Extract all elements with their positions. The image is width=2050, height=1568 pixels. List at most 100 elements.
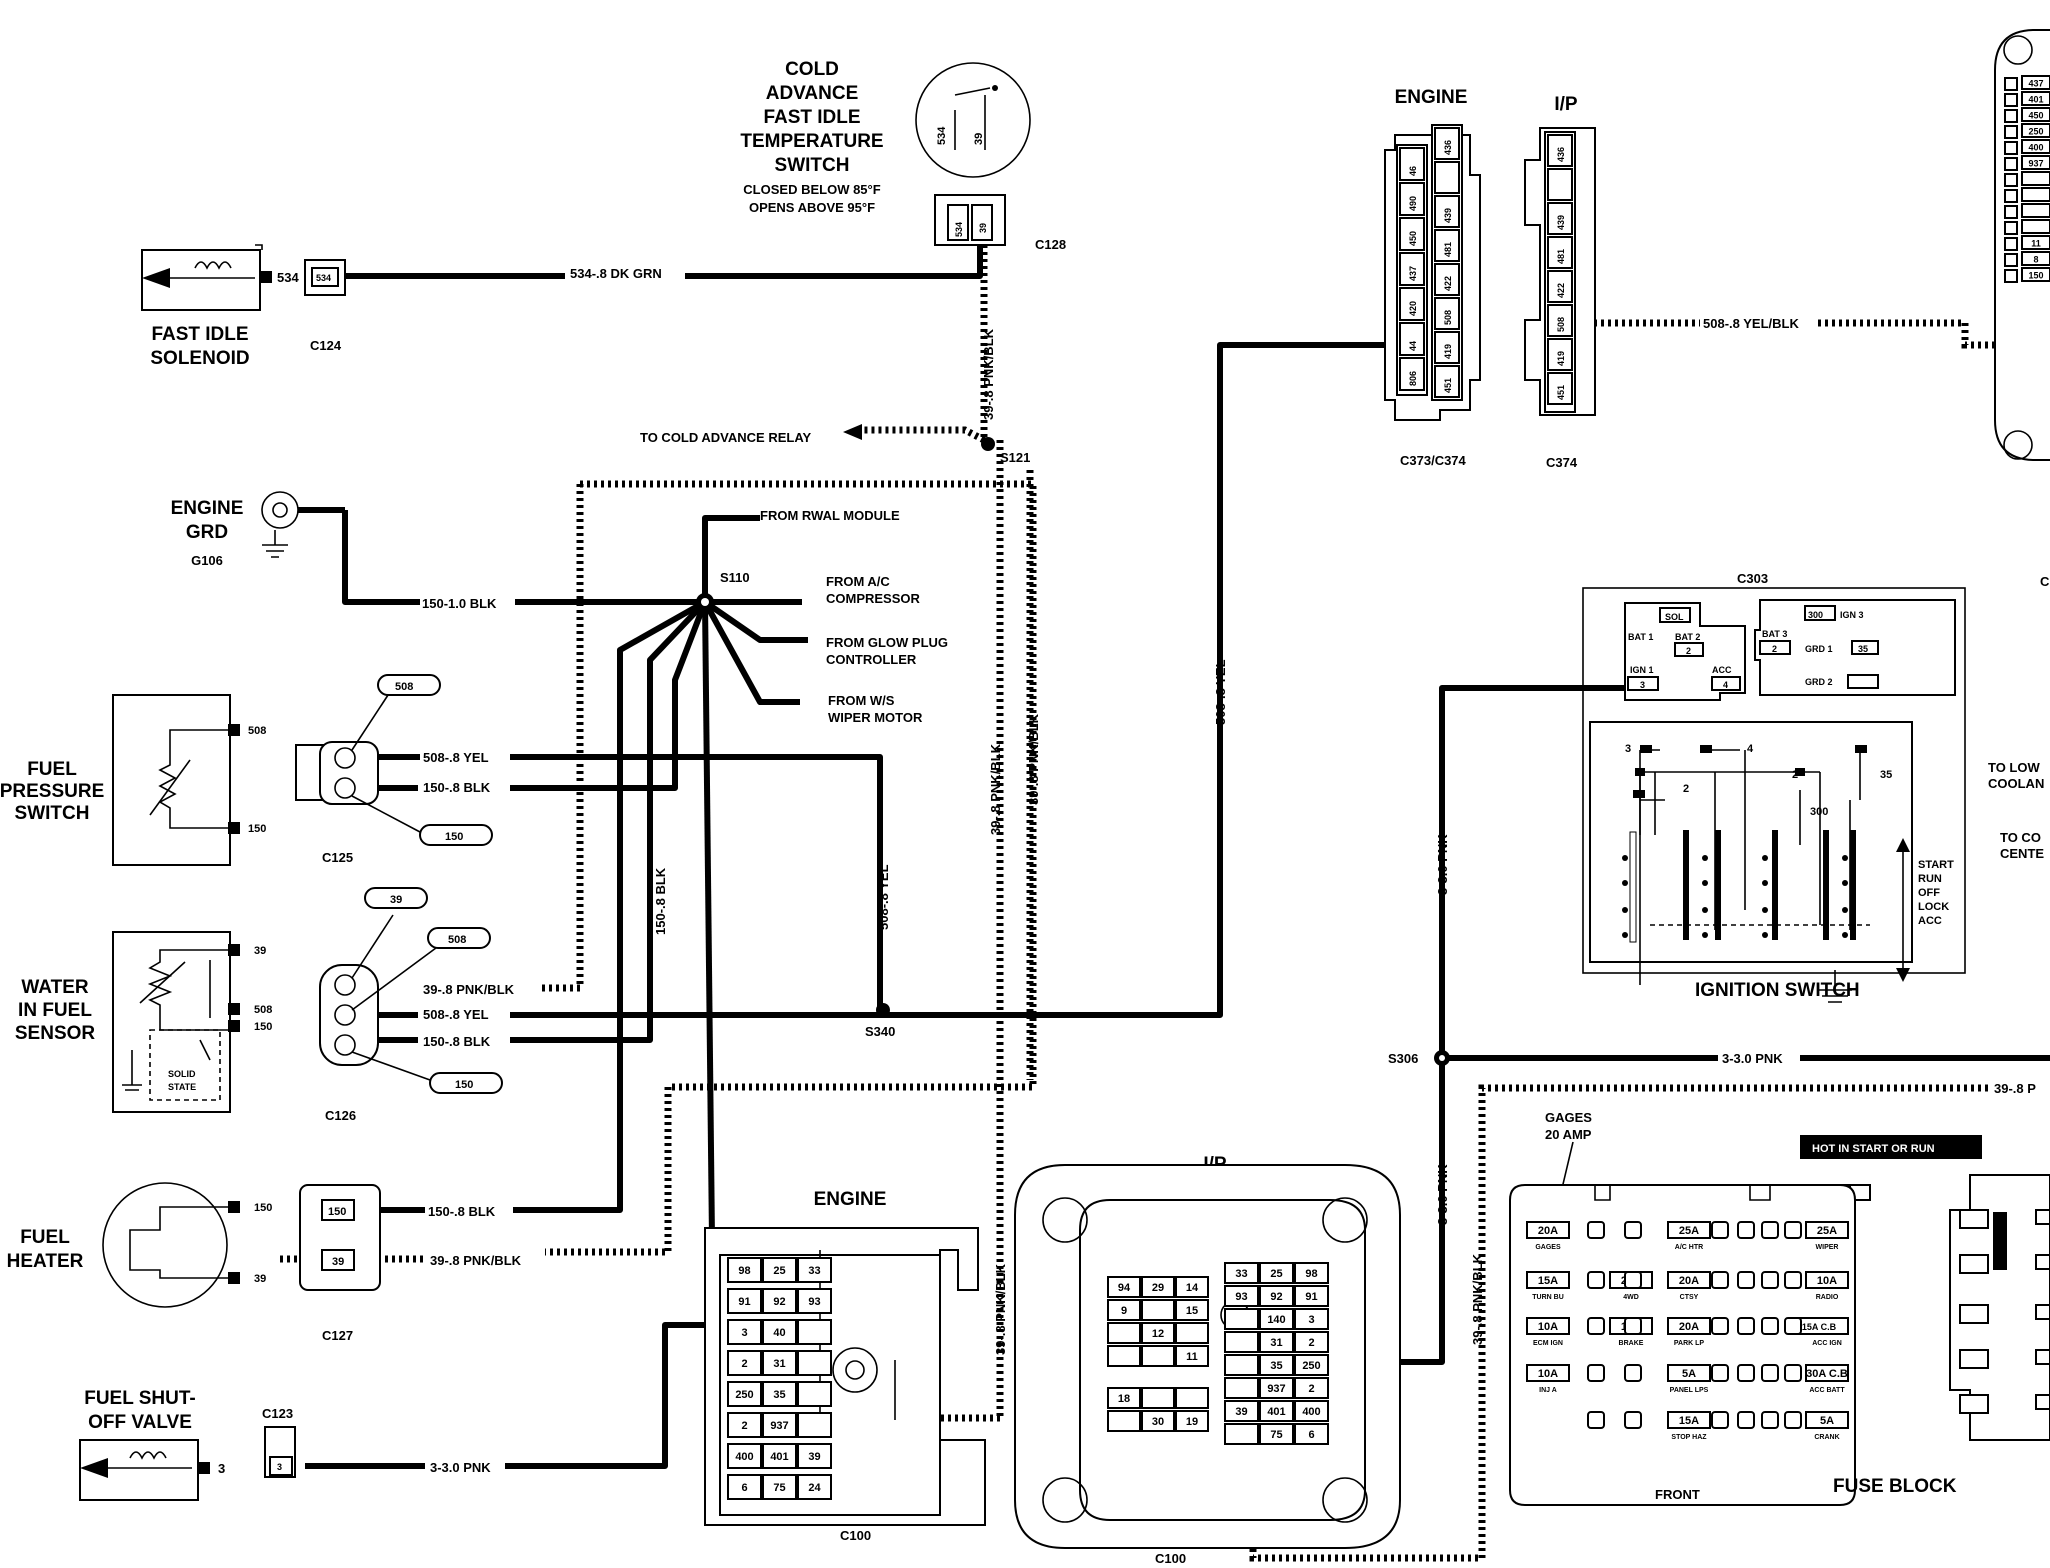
c100ip-r-2-2 (1294, 1308, 1329, 1330)
wire-39-vertical (980, 224, 1034, 1420)
c100ip-r-0-1 (1259, 1262, 1294, 1284)
c100ip-l-1-2 (1175, 1299, 1209, 1321)
c100e-pin-7-2 (797, 1474, 832, 1500)
strip-sq-8 (2004, 205, 2018, 219)
c100ip-r-2-0 (1224, 1308, 1259, 1330)
wire-39-right (1249, 1084, 2050, 1562)
socket-1-2 (1711, 1271, 1729, 1289)
wire-39-c126 (541, 484, 584, 992)
fuse-13 (1805, 1364, 1849, 1382)
strip-pin-3-label: 250 (2028, 127, 2043, 137)
c373-right-3-label: 481 (1443, 242, 1453, 257)
c373-left-5-label: 44 (1408, 341, 1418, 351)
svg-text:WATER: WATER (21, 977, 88, 998)
socket-3-4 (1761, 1364, 1779, 1382)
wire-150-grd (342, 510, 705, 605)
c100ip-r-2-1-label: 140 (1267, 1314, 1285, 1326)
svg-text:4: 4 (1747, 743, 1754, 755)
c373-right-6-label: 419 (1443, 344, 1453, 359)
fuel-shutoff-valve: FUEL SHUT- OFF VALVE 3 C123 3 (79, 1388, 296, 1501)
strip-sq-11 (2004, 253, 2018, 267)
socket-1-0 (1587, 1271, 1605, 1289)
c373-right-4-label: 422 (1443, 276, 1453, 291)
svg-text:G106: G106 (191, 553, 223, 568)
c373-right-7 (1434, 365, 1460, 398)
c373-right-6 (1434, 331, 1460, 364)
wire-to-wiper (702, 600, 800, 705)
svg-text:C: C (2040, 574, 2050, 589)
c128-connector (934, 194, 1006, 246)
svg-text:150: 150 (254, 1021, 272, 1033)
c100ip-r-7-2 (1294, 1423, 1329, 1445)
label-ac-2: COMPRESSOR (826, 591, 921, 606)
strip-pin-1-label: 401 (2028, 95, 2043, 105)
c374-pin-5 (1547, 304, 1573, 337)
c100ip-l-2-1 (1141, 1322, 1175, 1344)
c100ip-l-1-2-label: 15 (1186, 1305, 1198, 1317)
c100e-pin-3-1-label: 31 (773, 1358, 785, 1370)
fuse-5-label: 20A (1679, 1275, 1699, 1287)
socket-2-4 (1761, 1317, 1779, 1335)
c100ip-r-1-2 (1294, 1285, 1329, 1307)
c100ip-b-1-2-label: 19 (1186, 1416, 1198, 1428)
fuse-7-name: ECM IGN (1533, 1340, 1563, 1347)
svg-text:C123: C123 (262, 1406, 293, 1421)
c373-right-2 (1434, 195, 1460, 228)
label-508-c125: 508-.8 YEL (423, 750, 489, 765)
c373-right-5 (1434, 297, 1460, 330)
strip-pin-12-label: 150 (2028, 271, 2043, 281)
label-rwal: FROM RWAL MODULE (760, 508, 900, 523)
fuse-11-label: 10A (1538, 1368, 1558, 1380)
c100ip-l-3-2 (1175, 1345, 1209, 1367)
svg-text:300: 300 (1810, 806, 1828, 818)
label-3-s306: 3-3.0 PNK (1722, 1051, 1783, 1066)
svg-text:39: 39 (332, 1256, 344, 1268)
c100ip-r-3-2 (1294, 1331, 1329, 1353)
label-s306: S306 (1388, 1051, 1418, 1066)
socket-0-3 (1737, 1221, 1755, 1239)
wire-labels: 534-.8 DK GRN 39-.8 PNK/BLK 150-1.0 BLK … (418, 265, 2050, 1475)
svg-text:SOL: SOL (1665, 612, 1684, 622)
c100ip-b-1-0 (1107, 1410, 1141, 1432)
socket-2-2 (1711, 1317, 1729, 1335)
c373-left-1-label: 490 (1408, 196, 1418, 211)
svg-text:RUN: RUN (1918, 873, 1942, 885)
c374-pin-7-label: 451 (1556, 385, 1566, 400)
strip-sq-4 (2004, 141, 2018, 155)
c100ip-l-0-1 (1141, 1276, 1175, 1298)
svg-text:IN FUEL: IN FUEL (18, 1000, 92, 1021)
svg-text:FRONT: FRONT (1655, 1487, 1700, 1502)
c100ip-r-0-0-label: 33 (1235, 1268, 1247, 1280)
c127-label: C127 (322, 1328, 353, 1343)
label-wiper-2: WIPER MOTOR (828, 710, 923, 725)
label-glow-1: FROM GLOW PLUG (826, 635, 948, 650)
strip-sq-7 (2004, 189, 2018, 203)
socket-4-2 (1711, 1411, 1729, 1429)
svg-text:COOLAN: COOLAN (1988, 776, 2044, 791)
c100ip-l-0-2 (1175, 1276, 1209, 1298)
fuse-2-label: 25A (1817, 1225, 1837, 1237)
cold-advance-switch: COLD ADVANCE FAST IDLE TEMPERATURE SWITC… (740, 59, 1066, 252)
strip-sq-2 (2004, 109, 2018, 123)
svg-text:FUEL: FUEL (27, 759, 77, 780)
c100e-pin-2-0 (727, 1319, 762, 1345)
socket-0-1 (1624, 1221, 1642, 1239)
svg-text:150: 150 (248, 823, 266, 835)
fuse-1-name: A/C HTR (1675, 1244, 1703, 1251)
svg-text:ENGINE: ENGINE (814, 1189, 887, 1210)
c373-right-2-label: 439 (1443, 208, 1453, 223)
c100e-pin-6-0 (727, 1443, 762, 1469)
engine-grd: ENGINE GRD G106 (171, 491, 345, 568)
c374-pin-5-label: 508 (1556, 317, 1566, 332)
c100ip-r-0-2-label: 98 (1305, 1268, 1317, 1280)
strip-pin-5-label: 937 (2028, 159, 2043, 169)
socket-1-5 (1784, 1271, 1802, 1289)
svg-text:508: 508 (254, 1004, 272, 1016)
svg-text:IGNITION SWITCH: IGNITION SWITCH (1695, 980, 1860, 1001)
c100e-pin-7-0-label: 6 (741, 1482, 747, 1494)
c100e-pin-1-0 (727, 1288, 762, 1314)
strip-pin-8 (2021, 203, 2050, 218)
c374-pin-1 (1547, 168, 1573, 201)
